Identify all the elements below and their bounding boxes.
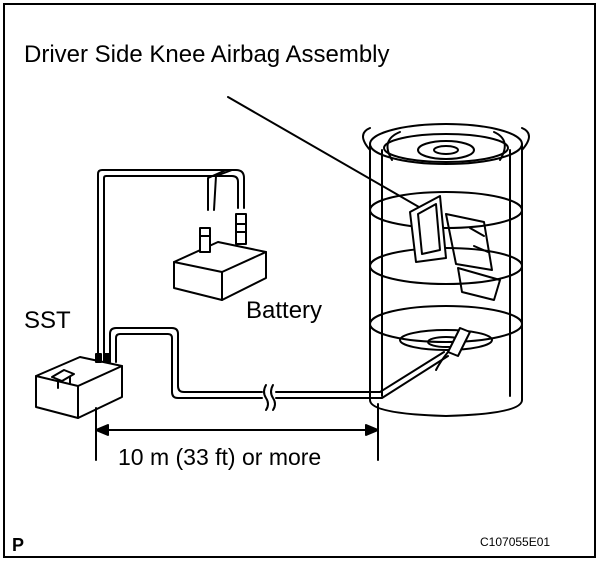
sst-to-airbag-cable	[109, 327, 449, 411]
sst-device	[35, 353, 123, 419]
distance-label: 10 m (33 ft) or more	[118, 444, 322, 470]
sst-label: SST	[24, 307, 71, 334]
knee-airbag-assembly	[409, 195, 501, 371]
figure-code: C107055E01	[480, 535, 551, 549]
sst-to-battery-cable	[97, 169, 245, 355]
battery-body	[173, 213, 267, 301]
page-mark: P	[12, 535, 25, 555]
diagram-title: Driver Side Knee Airbag Assembly	[24, 41, 390, 68]
airbag-cylinder	[362, 123, 530, 417]
figure-frame	[3, 3, 596, 558]
distance-dimension	[95, 403, 379, 461]
leader-line	[227, 96, 439, 219]
battery-label: Battery	[246, 297, 323, 324]
